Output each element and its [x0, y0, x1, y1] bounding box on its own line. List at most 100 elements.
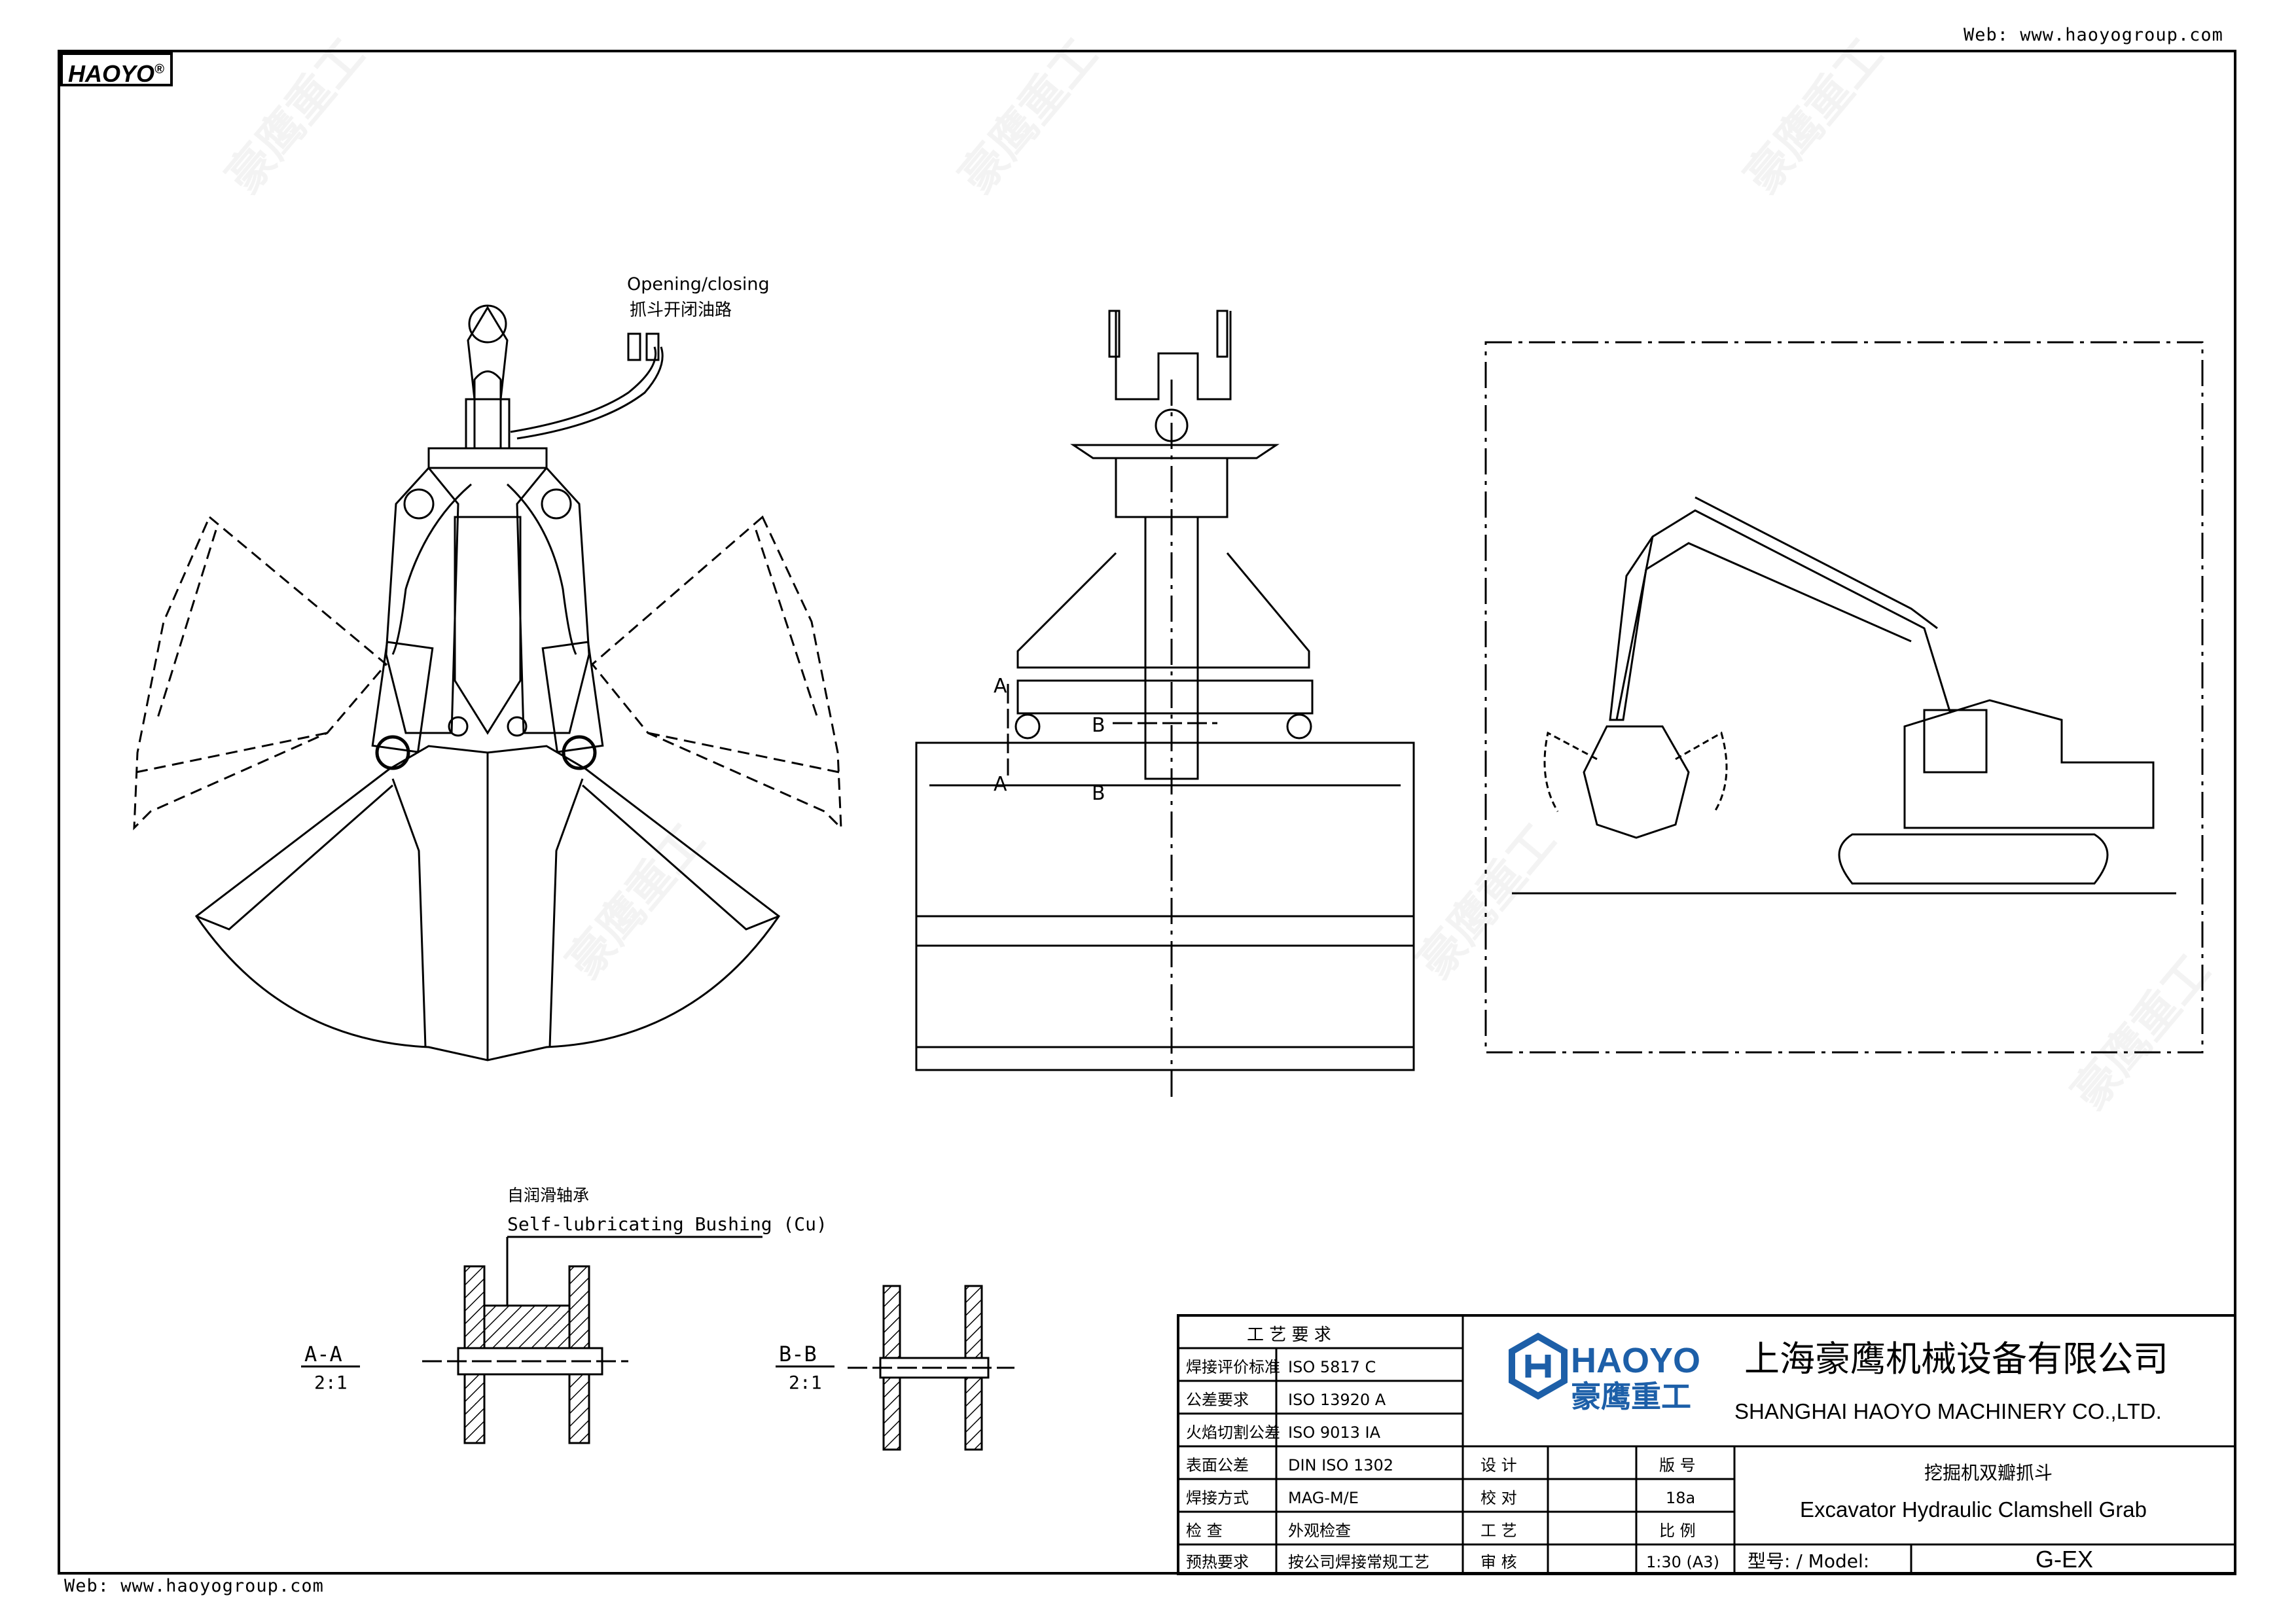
oil-line-label-en: Opening/closing — [627, 274, 770, 294]
shell-seam-right — [548, 778, 584, 1048]
bushing-label-en: Self-lubricating Bushing (Cu) — [507, 1213, 827, 1235]
product-name-en: Excavator Hydraulic Clamshell Grab — [1800, 1497, 2147, 1522]
shell-lip-right — [582, 784, 780, 931]
corner-logo: HAOYO® — [60, 52, 173, 87]
section-aa-scale: 2:1 — [314, 1372, 348, 1393]
side-frame — [1016, 552, 1310, 669]
brand-hexagon-icon — [1509, 1332, 1568, 1400]
hose-left-loop — [391, 483, 472, 655]
top-plate — [427, 447, 548, 469]
req-label-1: 公差要求 — [1186, 1391, 1249, 1409]
req-value-1: ISO 13920 A — [1288, 1391, 1386, 1409]
top-lug-pin — [468, 304, 507, 344]
pivot-left-bottom — [375, 735, 410, 770]
excavator-boom — [1609, 509, 1952, 721]
mini-grab — [1583, 725, 1690, 839]
side-bracket-right-flange — [1216, 310, 1229, 358]
side-pin-left — [1014, 713, 1041, 740]
watermark-4: 豪鹰重工 — [556, 814, 715, 989]
pivot-left-top — [403, 488, 435, 520]
brand-logo: HAOYO 豪鹰重工 — [1509, 1332, 1700, 1414]
version-value: 18a — [1666, 1489, 1695, 1507]
req-value-6: 按公司焊接常规工艺 — [1288, 1553, 1429, 1571]
req-label-6: 预热要求 — [1186, 1553, 1249, 1571]
watermark-3: 豪鹰重工 — [1734, 29, 1893, 204]
req-value-3: DIN ISO 1302 — [1288, 1456, 1393, 1474]
product-name-cn: 挖掘机双瓣抓斗 — [1924, 1462, 2053, 1484]
req-value-0: ISO 5817 C — [1288, 1358, 1376, 1376]
excavator-arm — [1615, 536, 1654, 721]
bushing-label-cn: 自润滑轴承 — [507, 1186, 589, 1205]
watermark-1: 豪鹰重工 — [216, 29, 375, 204]
req-label-0: 焊接评价标准 — [1186, 1358, 1280, 1376]
side-top-bracket — [1115, 311, 1232, 401]
watermark-layer: 豪鹰重工 豪鹰重工 豪鹰重工 豪鹰重工 豪鹰重工 豪鹰重工 — [216, 29, 2221, 1120]
approval-roles: 设 计 校 对 工 艺 审 核 版 号 18a 比 例 1:30 (A3) — [1480, 1456, 1719, 1571]
central-cylinder — [454, 516, 522, 735]
mini-grab-open-right — [1675, 731, 1728, 812]
registered-mark: ® — [154, 62, 164, 77]
shell-seam-left — [391, 778, 427, 1048]
side-top-plate — [1070, 444, 1280, 459]
grab-front-view — [133, 304, 842, 1061]
open-jaw-left-dashed — [133, 515, 388, 830]
hose-coupling-2 — [645, 332, 660, 361]
right-arm — [516, 466, 590, 734]
scale-value: 1:30 (A3) — [1646, 1553, 1719, 1571]
company-name-en: SHANGHAI HAOYO MACHINERY CO.,LTD. — [1734, 1399, 2162, 1423]
side-crossbeam — [1016, 679, 1314, 715]
role-review: 审 核 — [1480, 1553, 1517, 1571]
req-value-2: ISO 9013 IA — [1288, 1423, 1381, 1442]
hydraulic-hose-2 — [516, 346, 664, 440]
center-pin-right — [507, 716, 528, 737]
side-pin-right — [1286, 713, 1312, 740]
drawing-border — [58, 50, 2236, 1575]
excavator-tracks — [1838, 833, 2109, 885]
requirement-rows: 焊接评价标准 ISO 5817 C 公差要求 ISO 13920 A 火焰切割公… — [1186, 1358, 1429, 1571]
watermark-6: 豪鹰重工 — [2062, 945, 2221, 1120]
section-a-marker-top: A — [994, 675, 1007, 698]
brand-name: HAOYO — [1571, 1341, 1700, 1380]
open-jaw-right-dashed — [590, 515, 842, 830]
model-value: G-EX — [2036, 1546, 2093, 1573]
role-process: 工 艺 — [1480, 1522, 1517, 1540]
section-views — [422, 1236, 1014, 1451]
excavator-view-frame — [1484, 341, 2204, 1054]
watermark-5: 豪鹰重工 — [1407, 814, 1566, 989]
mini-grab-open-left — [1543, 731, 1598, 812]
center-pin-left — [448, 716, 469, 737]
web-url-bottom: Web: www.haoyogroup.com — [64, 1576, 324, 1596]
section-b-marker-bottom: B — [1092, 782, 1105, 805]
process-requirements-header: 工 艺 要 求 — [1247, 1325, 1331, 1345]
role-design: 设 计 — [1480, 1456, 1517, 1474]
model-label: 型号: / Model: — [1748, 1550, 1869, 1572]
left-hyd-cylinder — [371, 641, 434, 753]
pivot-right-top — [541, 488, 572, 520]
req-label-4: 焊接方式 — [1186, 1489, 1249, 1507]
section-a-marker-bottom: A — [994, 773, 1007, 796]
oil-line-label-cn: 抓斗开闭油路 — [630, 300, 732, 320]
side-bracket-left-flange — [1108, 310, 1121, 358]
title-block-outer — [1177, 1314, 2236, 1575]
hydraulic-hose — [510, 346, 657, 433]
req-value-4: MAG-M/E — [1288, 1489, 1359, 1507]
section-bb-scale: 2:1 — [789, 1372, 822, 1393]
pivot-right-bottom — [562, 735, 597, 770]
excavator-cab — [1923, 709, 1988, 774]
req-value-5: 外观检查 — [1288, 1522, 1351, 1540]
company-name-cn: 上海豪鹰机械设备有限公司 — [1744, 1338, 2168, 1380]
excavator-boom-upper — [1695, 496, 1938, 630]
grab-side-view — [915, 310, 1415, 1099]
side-bucket-outer — [915, 741, 1415, 1071]
section-bb-label: B-B — [779, 1342, 817, 1366]
section-aa-label: A-A — [304, 1342, 342, 1366]
req-label-5: 检 查 — [1186, 1522, 1223, 1540]
excavator-view — [1484, 341, 2204, 1054]
right-hyd-cylinder — [541, 641, 604, 753]
open-jaw-left-dashed-inner — [135, 529, 328, 774]
rotator-lower — [465, 398, 511, 450]
scale-label: 比 例 — [1659, 1522, 1696, 1540]
top-lug — [473, 370, 502, 448]
shell-lip-left — [196, 784, 393, 931]
